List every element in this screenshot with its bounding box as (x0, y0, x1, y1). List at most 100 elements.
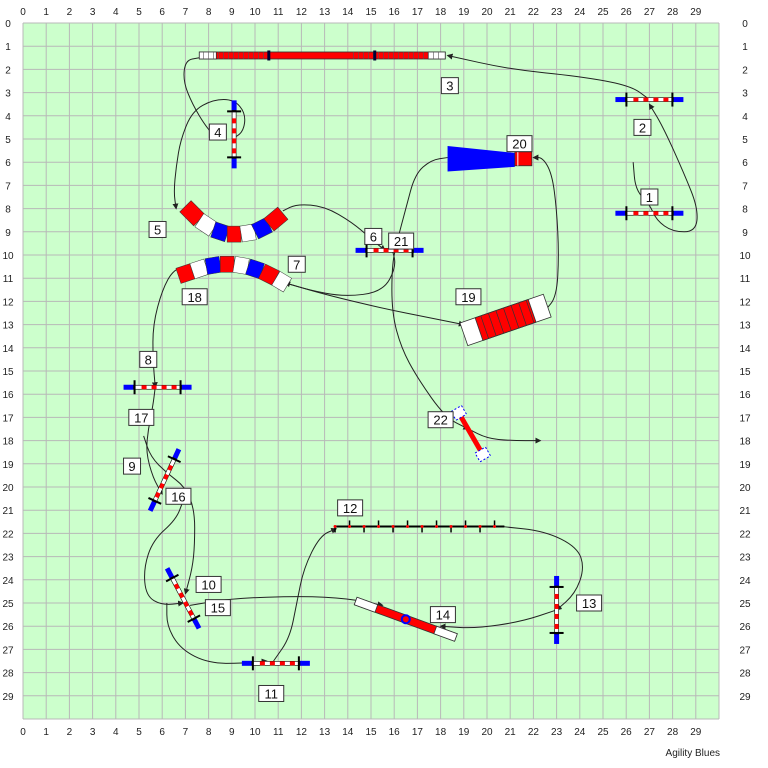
weave-pole-base (449, 524, 453, 528)
x-tick-bottom: 20 (481, 727, 493, 738)
y-tick-right: 10 (739, 251, 751, 262)
wing-right (181, 384, 192, 390)
number-label-6: 6 (364, 227, 383, 245)
wing-left (231, 100, 237, 111)
wing-left (172, 448, 182, 460)
curved-tunnel-5 (179, 200, 289, 243)
jump-2 (615, 92, 684, 107)
x-tick-bottom: 12 (296, 727, 308, 738)
bar-stripe (154, 491, 161, 499)
bar-stripe (151, 385, 157, 390)
x-tick-bottom: 28 (667, 727, 679, 738)
x-tick-bottom: 0 (20, 727, 26, 738)
number-label-8: 8 (139, 350, 158, 368)
jump-1 (615, 206, 684, 221)
number-label-17: 17 (128, 408, 155, 426)
x-tick-top: 19 (458, 7, 470, 18)
weave-pole-base (333, 524, 337, 528)
tunnel-rib (495, 310, 505, 334)
x-tick-top: 23 (551, 7, 563, 18)
x-tick-top: 22 (528, 7, 540, 18)
x-tick-top: 2 (67, 7, 73, 18)
y-tick-left: 20 (2, 483, 14, 494)
bar-stripe (383, 248, 389, 253)
x-tick-bottom: 19 (458, 727, 470, 738)
bar-stripe (163, 473, 169, 480)
y-tick-left: 11 (3, 274, 14, 285)
wing-right (147, 500, 157, 512)
label-text: 11 (264, 686, 278, 701)
number-label-20: 20 (506, 135, 533, 153)
y-tick-left: 23 (2, 553, 14, 564)
path-segment (500, 525, 583, 611)
label-text: 5 (154, 222, 161, 237)
x-tick-bottom: 17 (412, 727, 424, 738)
y-tick-left: 15 (2, 367, 14, 378)
path-segment (446, 53, 650, 100)
x-tick-bottom: 9 (229, 727, 235, 738)
y-tick-right: 19 (739, 460, 751, 471)
label-box (148, 220, 167, 238)
upright (148, 497, 162, 505)
label-text: 20 (512, 137, 526, 152)
y-tick-left: 24 (2, 576, 14, 587)
tunnel-segment (263, 206, 289, 232)
y-tick-left: 4 (5, 112, 11, 123)
y-tick-right: 22 (739, 529, 751, 540)
bar-stripe (232, 118, 237, 124)
bar-stripe (554, 603, 559, 609)
label-box (388, 232, 415, 250)
label-box (337, 499, 364, 517)
y-tick-left: 5 (5, 135, 11, 146)
jump-11 (241, 656, 310, 671)
y-tick-left: 7 (5, 181, 11, 192)
chute-20 (447, 145, 533, 172)
label-text: 18 (187, 290, 201, 305)
y-tick-right: 21 (739, 506, 751, 517)
upright (187, 614, 201, 623)
weave-pole-base (391, 524, 395, 528)
y-tick-right: 0 (742, 19, 748, 30)
x-tick-top: 17 (412, 7, 424, 18)
y-tick-right: 3 (742, 89, 748, 100)
y-tick-right: 24 (739, 576, 751, 587)
upright (165, 573, 179, 583)
label-box (576, 594, 603, 612)
tunnel-rib (525, 300, 535, 323)
weave-pole-base (406, 524, 410, 528)
label-text: 7 (293, 257, 300, 272)
x-tick-top: 18 (435, 7, 447, 18)
number-label-3: 3 (440, 77, 459, 95)
x-tick-top: 25 (597, 7, 609, 18)
bar-stripe (289, 661, 295, 666)
bar-stripe (178, 592, 185, 599)
label-box (633, 118, 652, 136)
label-box (208, 123, 227, 141)
label-text: 12 (343, 501, 357, 516)
bar-stripe (554, 623, 559, 629)
y-tick-right: 5 (742, 135, 748, 146)
label-text: 10 (201, 577, 215, 592)
label-text: 2 (639, 120, 646, 135)
bar-stripe (643, 97, 649, 102)
y-tick-left: 18 (2, 437, 14, 448)
weave-pole-base (478, 524, 482, 528)
support (373, 50, 377, 61)
bar-stripe (554, 613, 559, 619)
weave-pole-base (493, 524, 497, 528)
x-tick-top: 6 (159, 7, 165, 18)
y-tick-right: 7 (742, 181, 748, 192)
y-tick-left: 27 (2, 645, 14, 656)
bar-stripe (232, 148, 237, 154)
x-tick-top: 29 (690, 7, 702, 18)
bar-stripe (187, 609, 194, 617)
wing-right (554, 633, 560, 644)
bar-stripe (269, 661, 275, 666)
number-label-10: 10 (195, 575, 222, 593)
number-label-11: 11 (258, 684, 285, 702)
y-tick-left: 3 (5, 89, 11, 100)
bar-stripe (167, 464, 174, 471)
y-tick-right: 29 (739, 692, 751, 703)
number-label-22: 22 (427, 411, 454, 429)
